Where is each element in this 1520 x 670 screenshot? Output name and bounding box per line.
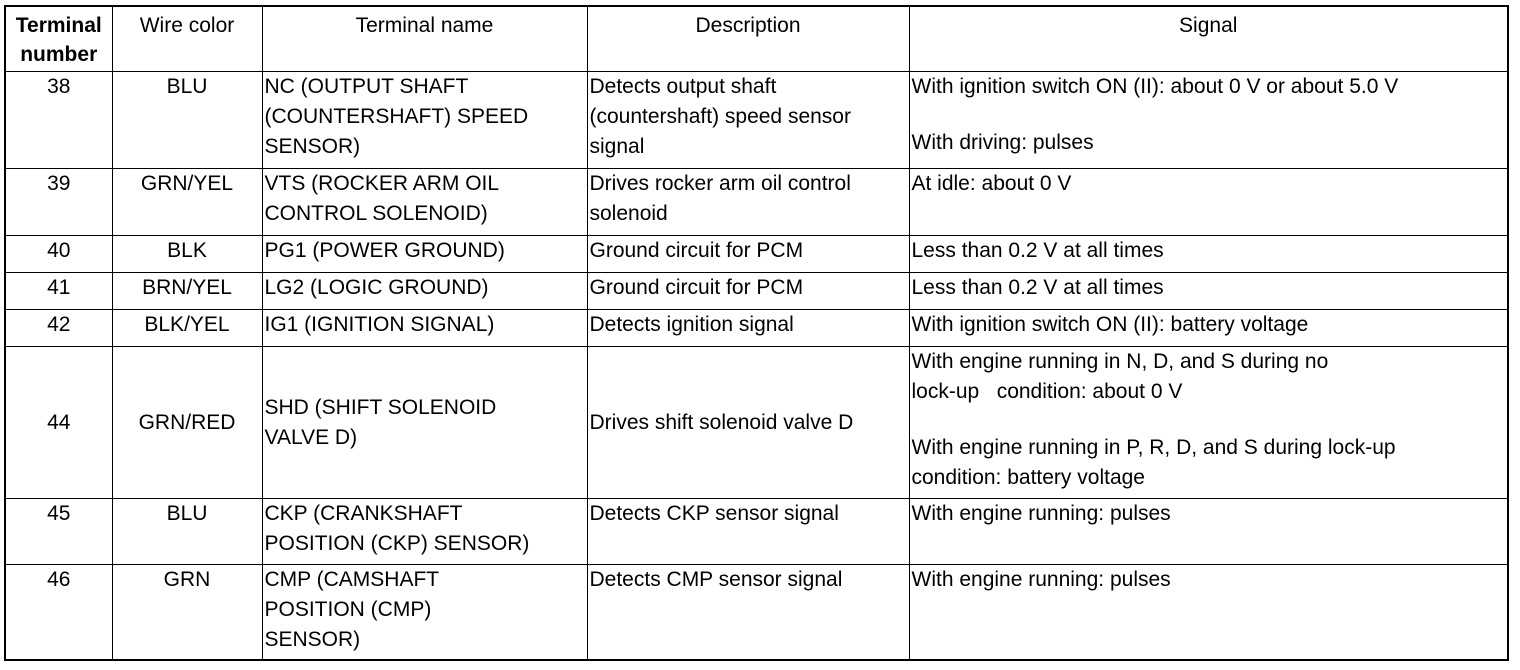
signal: Less than 0.2 V at all times xyxy=(908,272,1509,310)
signal-spacer xyxy=(912,102,1506,128)
header-terminal-number: Terminal number xyxy=(4,5,113,72)
header-terminal-number-line2: number xyxy=(20,43,98,66)
table-body: 38 BLU NC (OUTPUT SHAFT (COUNTERSHAFT) S… xyxy=(4,71,1509,660)
terminal-name-line: POSITION (CMP) xyxy=(264,598,432,621)
signal-line: With ignition switch ON (II): about 0 V … xyxy=(911,75,1399,98)
terminal-number: 44 xyxy=(4,346,113,499)
wire-color: GRN xyxy=(111,564,263,660)
terminal-pinout-table: Terminal number Wire color Terminal name… xyxy=(4,5,1509,661)
terminal-number: 39 xyxy=(4,168,113,236)
header-terminal-name: Terminal name xyxy=(261,5,588,72)
signal-line: condition: battery voltage xyxy=(911,466,1145,489)
description-line: solenoid xyxy=(589,202,668,225)
terminal-name-line: CONTROL SOLENOID) xyxy=(264,202,488,225)
terminal-number: 40 xyxy=(4,235,113,273)
table-row: 45 BLU CKP (CRANKSHAFT POSITION (CKP) SE… xyxy=(4,498,1509,565)
terminal-name: CKP (CRANKSHAFT POSITION (CKP) SENSOR) xyxy=(261,498,588,565)
terminal-name: LG2 (LOGIC GROUND) xyxy=(261,272,588,310)
terminal-name-line: NC (OUTPUT SHAFT xyxy=(264,75,469,98)
description: Drives shift solenoid valve D xyxy=(586,346,910,499)
table-row: 41 BRN/YEL LG2 (LOGIC GROUND) Ground cir… xyxy=(4,272,1509,310)
terminal-name: VTS (ROCKER ARM OIL CONTROL SOLENOID) xyxy=(261,168,588,236)
wire-color: BRN/YEL xyxy=(111,272,263,310)
signal: With engine running: pulses xyxy=(908,498,1509,565)
table-header: Terminal number Wire color Terminal name… xyxy=(4,5,1509,72)
terminal-name-line: SENSOR) xyxy=(264,628,361,651)
description: Drives rocker arm oil control solenoid xyxy=(586,168,910,236)
wire-color: BLK xyxy=(111,235,263,273)
terminal-name-line: (COUNTERSHAFT) SPEED xyxy=(264,105,529,128)
signal: With ignition switch ON (II): battery vo… xyxy=(908,309,1509,347)
signal: With engine running in N, D, and S durin… xyxy=(908,346,1509,499)
terminal-name: IG1 (IGNITION SIGNAL) xyxy=(261,309,588,347)
description: Detects CKP sensor signal xyxy=(586,498,910,565)
signal-line: With engine running in P, R, D, and S du… xyxy=(911,436,1396,459)
description: Detects output shaft (countershaft) spee… xyxy=(586,71,910,169)
terminal-name-line: CKP (CRANKSHAFT xyxy=(264,502,463,525)
table-row: 46 GRN CMP (CAMSHAFT POSITION (CMP) SENS… xyxy=(4,564,1509,660)
signal-line: At idle: about 0 V xyxy=(911,172,1072,195)
terminal-name: CMP (CAMSHAFT POSITION (CMP) SENSOR) xyxy=(261,564,588,660)
terminal-name-line: VALVE D) xyxy=(264,425,358,449)
description: Ground circuit for PCM xyxy=(586,272,910,310)
terminal-name-line: SHD (SHIFT SOLENOID xyxy=(264,395,497,419)
signal: With ignition switch ON (II): about 0 V … xyxy=(908,71,1509,169)
terminal-number: 42 xyxy=(4,309,113,347)
terminal-name: NC (OUTPUT SHAFT (COUNTERSHAFT) SPEED SE… xyxy=(261,71,588,169)
table-row: 44 GRN/RED SHD (SHIFT SOLENOID VALVE D) … xyxy=(4,346,1509,499)
signal: At idle: about 0 V xyxy=(908,168,1509,236)
signal-spacer xyxy=(912,407,1506,433)
description-line: signal xyxy=(589,135,645,158)
header-signal: Signal xyxy=(908,5,1509,72)
description: Detects CMP sensor signal xyxy=(586,564,910,660)
signal-line: With driving: pulses xyxy=(911,131,1094,154)
table-row: 38 BLU NC (OUTPUT SHAFT (COUNTERSHAFT) S… xyxy=(4,71,1509,169)
header-wire-color: Wire color xyxy=(111,5,263,72)
description-line: (countershaft) speed sensor xyxy=(589,105,851,128)
signal-line: With engine running in N, D, and S durin… xyxy=(911,350,1329,373)
wire-color: BLU xyxy=(111,498,263,565)
wire-color: GRN/YEL xyxy=(111,168,263,236)
terminal-name: SHD (SHIFT SOLENOID VALVE D) xyxy=(261,346,588,499)
terminal-number: 46 xyxy=(4,564,113,660)
description: Detects ignition signal xyxy=(586,309,910,347)
wire-color: BLU xyxy=(111,71,263,169)
header-terminal-number-line1: Terminal xyxy=(15,14,102,37)
signal: With engine running: pulses xyxy=(908,564,1509,660)
description-line: Detects output shaft xyxy=(589,75,777,98)
terminal-name-line: SENSOR) xyxy=(264,135,361,158)
signal: Less than 0.2 V at all times xyxy=(908,235,1509,273)
terminal-name-line: POSITION (CKP) SENSOR) xyxy=(264,532,530,555)
wire-color: GRN/RED xyxy=(111,346,263,499)
terminal-name-line: VTS (ROCKER ARM OIL xyxy=(264,172,500,195)
terminal-number: 38 xyxy=(4,71,113,169)
table-row: 40 BLK PG1 (POWER GROUND) Ground circuit… xyxy=(4,235,1509,273)
description: Ground circuit for PCM xyxy=(586,235,910,273)
signal-line: lock-up condition: about 0 V xyxy=(911,380,1183,403)
table-row: 42 BLK/YEL IG1 (IGNITION SIGNAL) Detects… xyxy=(4,309,1509,347)
description-line: Drives rocker arm oil control xyxy=(589,172,851,195)
terminal-name: PG1 (POWER GROUND) xyxy=(261,235,588,273)
table-row: 39 GRN/YEL VTS (ROCKER ARM OIL CONTROL S… xyxy=(4,168,1509,236)
header-row: Terminal number Wire color Terminal name… xyxy=(4,5,1509,72)
terminal-number: 45 xyxy=(4,498,113,565)
wire-color: BLK/YEL xyxy=(111,309,263,347)
header-description: Description xyxy=(586,5,910,72)
terminal-number: 41 xyxy=(4,272,113,310)
terminal-name-line: CMP (CAMSHAFT xyxy=(264,568,440,591)
